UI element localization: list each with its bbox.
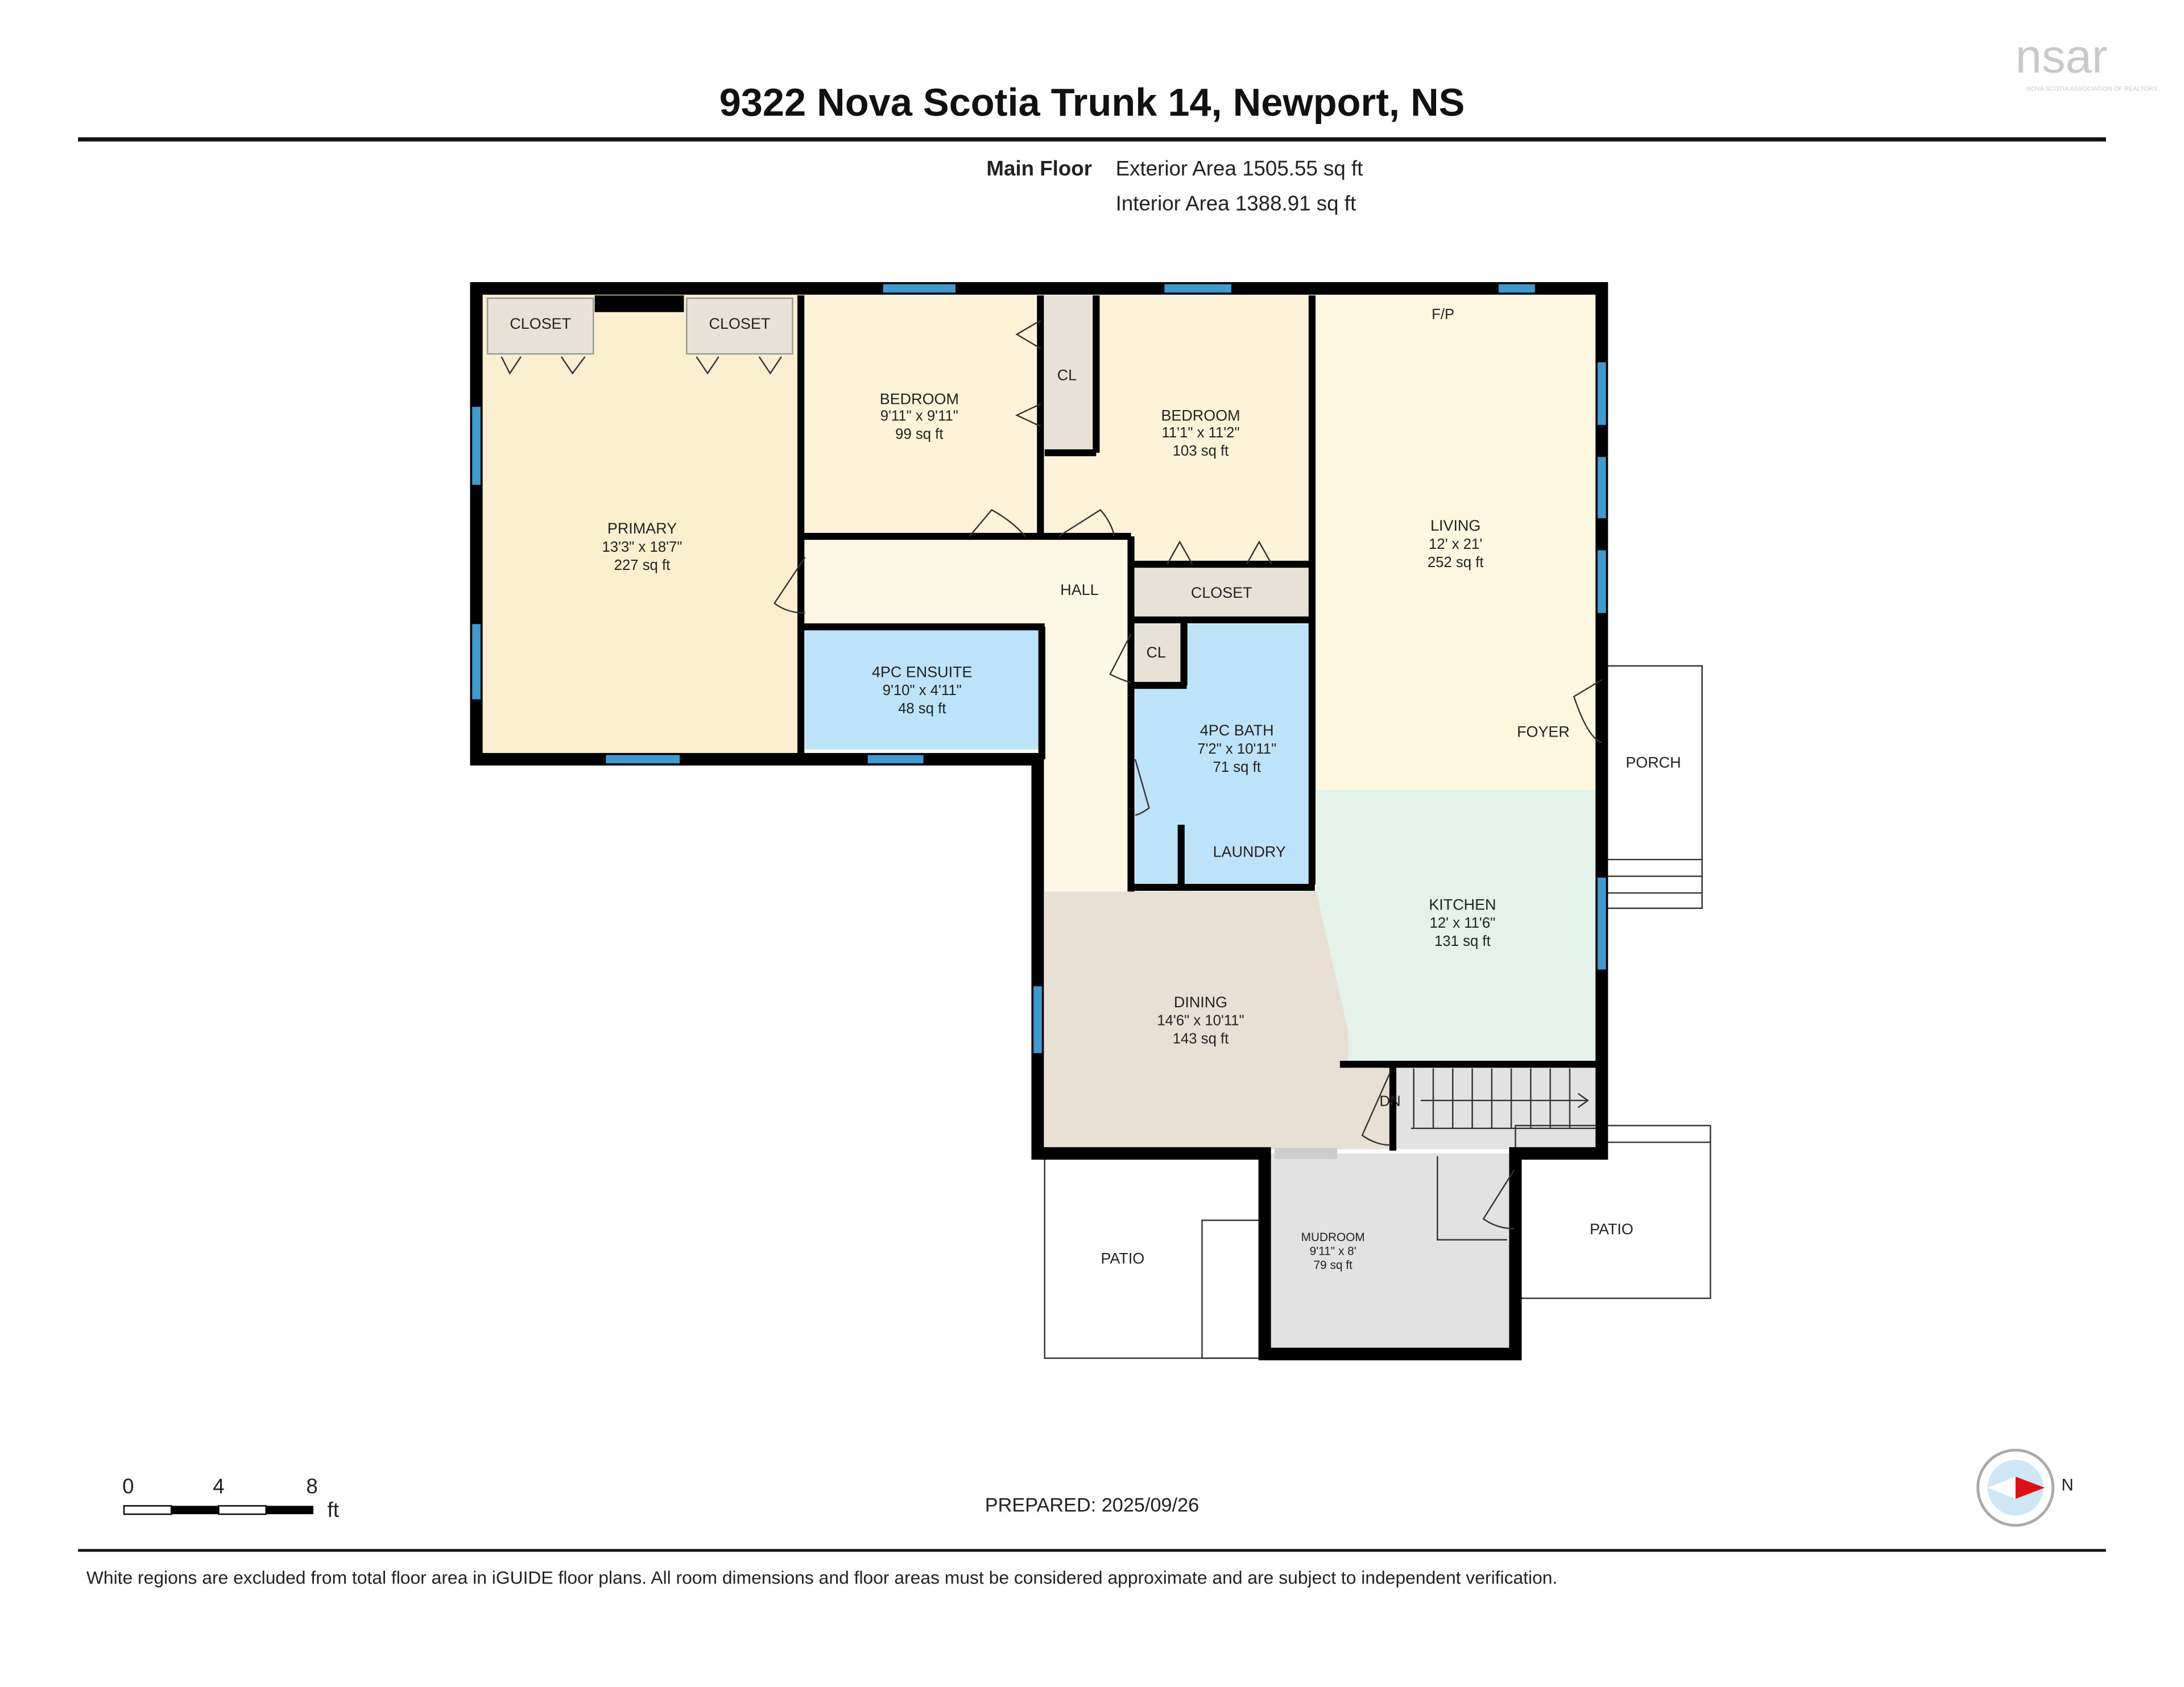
bedroom2-name: BEDROOM — [1161, 407, 1240, 424]
closet1-fill — [486, 297, 594, 355]
exterior-area: Exterior Area 1505.55 sq ft — [1116, 157, 1363, 180]
scale-tick-4: 4 — [213, 1474, 224, 1498]
prepared-date: PREPARED: 2025/09/26 — [985, 1494, 1199, 1516]
closet2-label: CLOSET — [709, 315, 771, 332]
mudroom-dims: 9'11" x 8' — [1310, 1245, 1356, 1258]
mudroom-closet — [1437, 1156, 1507, 1241]
door-swing — [773, 557, 806, 614]
hall-fill — [801, 536, 1135, 627]
stair-arrowhead — [1577, 1093, 1589, 1109]
closet3-fill — [1135, 564, 1310, 618]
door-swing — [969, 508, 1026, 537]
closet-door — [1015, 320, 1041, 427]
stairs-down-label: DN — [1380, 1094, 1401, 1110]
bedroom2-area: 103 sq ft — [1173, 443, 1229, 459]
fireplace-label: F/P — [1432, 307, 1454, 322]
ensuite-name: 4PC ENSUITE — [872, 663, 973, 680]
door-swing — [1109, 633, 1132, 684]
closet-door — [500, 356, 782, 375]
compass-needle-icon — [2015, 1477, 2045, 1499]
logo-text: nsar — [2016, 30, 2108, 82]
door-swing — [1361, 1072, 1391, 1146]
bedroom1-fill — [801, 295, 1041, 536]
closet2-fill — [686, 297, 793, 355]
room-labels: CLOSET CLOSET PRIMARY 13'3" x 18'7" 227 … — [510, 307, 1681, 1272]
mudroom-name: MUDROOM — [1301, 1231, 1365, 1244]
mudroom-area: 79 sq ft — [1314, 1259, 1352, 1272]
bedroom2-dims: 11'1" x 11'2" — [1161, 425, 1239, 441]
staircase — [1410, 1068, 1596, 1130]
primary-area: 227 sq ft — [614, 557, 671, 573]
porch-label: PORCH — [1625, 754, 1681, 771]
bedroom2-fill — [1093, 295, 1310, 564]
closet-door — [1167, 540, 1272, 565]
door-swing — [1134, 759, 1150, 816]
bedroom1-name: BEDROOM — [880, 390, 959, 407]
nsar-logo: nsar NOVA SCOTIA ASSOCIATION OF REALTORS — [2016, 30, 2158, 92]
patio1-outline — [1044, 1155, 1261, 1359]
dining-dims: 14'6" x 10'11" — [1157, 1013, 1244, 1029]
closet1-label: CLOSET — [510, 315, 571, 332]
hall-label: HALL — [1060, 581, 1098, 598]
ensuite-fill — [805, 630, 1041, 750]
compass: N — [1976, 1449, 2074, 1527]
bedroom1-area: 99 sq ft — [895, 427, 943, 443]
scale-tick-0: 0 — [122, 1474, 134, 1498]
door-swing — [1058, 508, 1115, 537]
living-name: LIVING — [1430, 517, 1480, 534]
primary-dims: 13'3" x 18'7" — [602, 539, 682, 555]
ensuite-area: 48 sq ft — [898, 701, 946, 717]
cl2-label: CL — [1146, 644, 1165, 661]
laundry-label: LAUNDRY — [1213, 843, 1286, 860]
bath-area: 71 sq ft — [1213, 759, 1261, 775]
kitchen-fill — [1316, 789, 1599, 1062]
bedroom1-dims: 9'11" x 9'11" — [880, 408, 958, 424]
compass-needle-tail — [1987, 1477, 2016, 1499]
windows — [472, 284, 1606, 1053]
patio2-label: PATIO — [1590, 1221, 1633, 1238]
foyer-label: FOYER — [1517, 723, 1570, 741]
scale-tick-8: 8 — [306, 1474, 317, 1498]
primary-name: PRIMARY — [607, 520, 677, 537]
page-title: 9322 Nova Scotia Trunk 14, Newport, NS — [719, 80, 1465, 124]
patio1-label: PATIO — [1101, 1250, 1144, 1267]
dining-name: DINING — [1174, 994, 1227, 1011]
hall-vertical-fill — [1044, 627, 1131, 892]
doors — [500, 320, 1602, 1241]
patio1-step — [1201, 1219, 1261, 1359]
porch-outline — [1604, 665, 1703, 909]
cl1-label: CL — [1057, 367, 1077, 384]
kitchen-area: 131 sq ft — [1434, 933, 1491, 949]
footer-disclaimer: White regions are excluded from total fl… — [86, 1568, 1558, 1588]
logo-subtitle: NOVA SCOTIA ASSOCIATION OF REALTORS — [2026, 85, 2157, 92]
floor-label: Main Floor — [986, 157, 1092, 180]
closet3-label: CLOSET — [1191, 584, 1252, 601]
primary-fill — [476, 288, 801, 759]
interior-area: Interior Area 1388.91 sq ft — [1116, 192, 1356, 215]
bath-name: 4PC BATH — [1200, 722, 1274, 739]
kitchen-dims: 12' x 11'6" — [1430, 915, 1496, 931]
cl1-fill — [1044, 295, 1094, 453]
mudroom-fill — [1264, 1153, 1516, 1354]
kitchen-name: KITCHEN — [1429, 896, 1496, 913]
dining-fill — [1044, 891, 1393, 1150]
cl2-fill — [1135, 624, 1181, 683]
dining-area: 143 sq ft — [1173, 1031, 1229, 1047]
room-fills — [476, 288, 1599, 1354]
wall — [594, 295, 684, 312]
compass-north-label: N — [2061, 1476, 2073, 1495]
door-swing — [1573, 679, 1602, 743]
walls — [470, 282, 1608, 1361]
exterior-wall — [470, 282, 1608, 1361]
living-fill — [1316, 295, 1599, 790]
scale-unit: ft — [328, 1498, 339, 1521]
door-swing — [1482, 1169, 1515, 1230]
living-area: 252 sq ft — [1428, 555, 1484, 570]
ensuite-dims: 9'10" x 4'11" — [883, 683, 962, 698]
bath-dims: 7'2" x 10'11" — [1197, 741, 1276, 757]
scale-bar: 0 4 8 ft — [122, 1474, 339, 1521]
stairs-fill — [1392, 1065, 1599, 1150]
living-dims: 12' x 21' — [1429, 536, 1482, 552]
